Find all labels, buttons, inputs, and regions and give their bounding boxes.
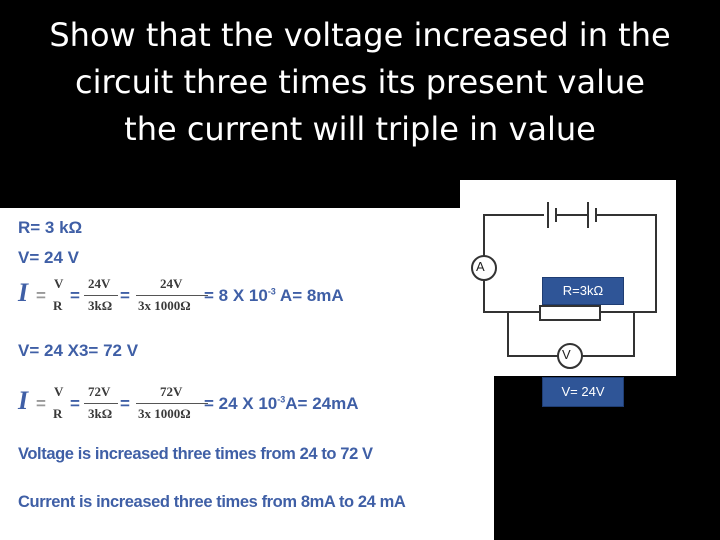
fraction-denominator: R [53,406,63,421]
title-line-1: Show that the voltage increased in the [49,16,671,54]
equation-result: = 8 X 10-3 A= 8mA [204,286,344,306]
fraction-bar [84,403,118,404]
equals-sign: = [36,286,46,305]
ammeter-circle [471,255,497,281]
voltage-tripled: V= 24 X3= 72 V [18,341,139,360]
fraction-bar [84,295,118,296]
ammeter-label: A [476,259,485,274]
voltmeter-circle [557,343,583,369]
solution-panel: R= 3 kΩ V= 24 V I = V R = 24V 3kΩ = 24V … [0,208,494,540]
result-exponent: -3 [267,286,276,297]
voltage-value-label: V= 24V [542,377,624,407]
fraction-denominator: 3kΩ [88,406,113,421]
given-voltage: V= 24 V [18,248,79,267]
result-text: = 8 X 10 [204,286,268,305]
slide-title: Show that the voltage increased in the c… [0,12,720,153]
equals-sign: = [120,394,130,413]
fraction-numerator: 72V [88,384,111,399]
result-tail: A= 24mA [285,394,359,413]
current-symbol: I [18,386,29,415]
fraction-numerator: V [54,384,64,399]
conclusion-current: Current is increased three times from 8m… [18,493,406,511]
fraction-bar [136,403,208,404]
fraction-numerator: V [54,276,64,291]
voltmeter-label: V [562,347,571,362]
equation-2: I = V R = 72V 3kΩ = 72V 3x 1000Ω = 24 X … [18,384,478,424]
fraction-denominator: 3x 1000Ω [138,406,191,421]
conclusion-voltage: Voltage is increased three times from 24… [18,445,373,463]
equals-sign: = [120,286,130,305]
result-text: = 24 X 10 [204,394,278,413]
fraction-denominator: 3x 1000Ω [138,298,191,313]
fraction-bar [136,295,208,296]
fraction-denominator: R [53,298,63,313]
equation-1: I = V R = 24V 3kΩ = 24V 3x 1000Ω = 8 X 1… [18,276,478,316]
current-symbol: I [18,278,29,307]
title-line-2: circuit three times its present value [75,63,645,101]
result-tail: A= 8mA [275,286,344,305]
fraction-numerator: 72V [160,384,183,399]
result-exponent: -3 [277,394,286,405]
title-line-3: the current will triple in value [124,110,596,148]
equals-sign: = [70,394,80,413]
given-resistance: R= 3 kΩ [18,218,83,237]
equals-sign: = [36,394,46,413]
fraction-numerator: 24V [88,276,111,291]
resistor-body [539,305,601,321]
equals-sign: = [70,286,80,305]
resistor-value-label: R=3kΩ [542,277,624,305]
fraction-numerator: 24V [160,276,183,291]
fraction-denominator: 3kΩ [88,298,113,313]
circuit-wiring [471,202,657,369]
equation-result: = 24 X 10-3A= 24mA [204,394,359,414]
